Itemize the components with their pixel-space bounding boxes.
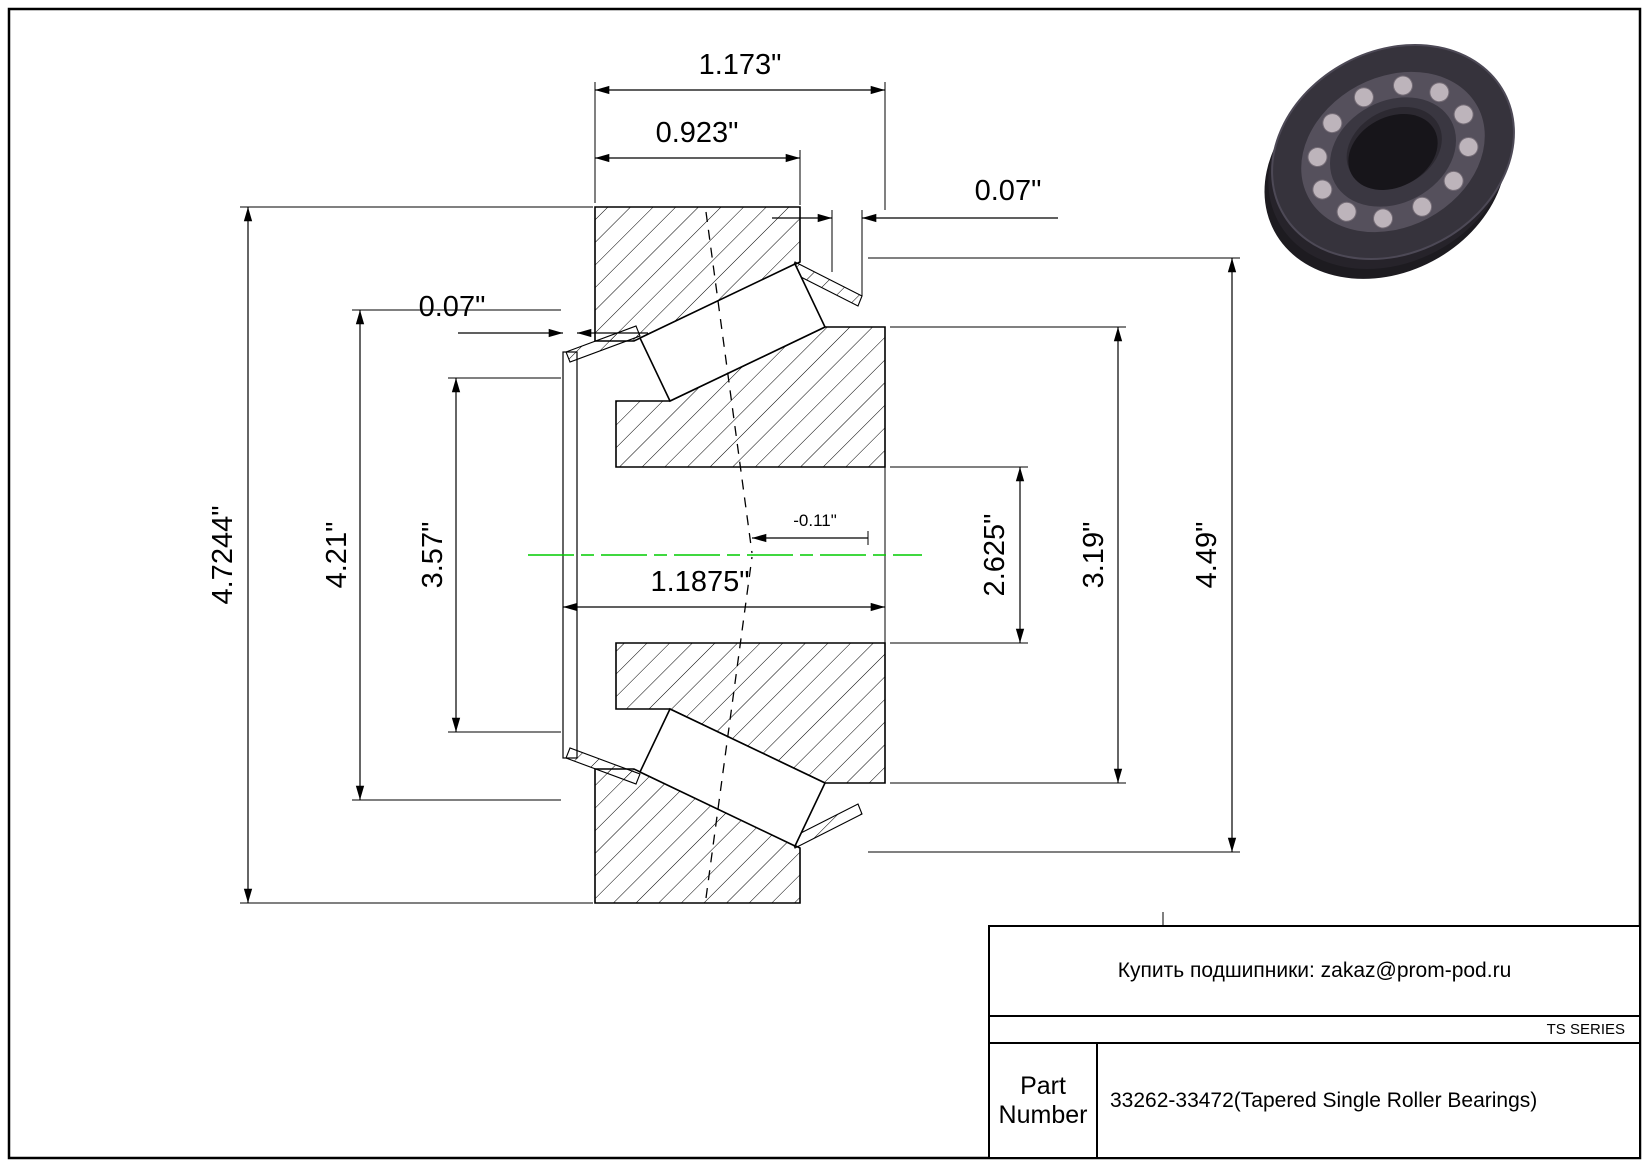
lower-roller-axis <box>705 556 753 899</box>
title-block: Купить подшипники: zakaz@prom-pod.ru TS … <box>988 925 1639 1157</box>
cage-lower-left-lip <box>565 747 641 785</box>
dim-label-2625: 2.625" <box>979 514 1011 597</box>
dimension-cone-back-od: 3.19" <box>890 326 1126 784</box>
series-label: TS SERIES <box>990 1017 1639 1044</box>
upper-tapered-roller <box>638 262 827 403</box>
contact-line: Купить подшипники: zakaz@prom-pod.ru <box>990 927 1639 1017</box>
sheet-border <box>7 7 1642 1160</box>
bearing-3d-image <box>1264 43 1515 279</box>
dimension-cup-total-width: 1.173" <box>594 49 886 210</box>
bearing-3d-rollers <box>1307 75 1479 229</box>
dimension-flange-od: 4.49" <box>868 257 1240 853</box>
dim-label-007-right: 0.07" <box>975 175 1042 207</box>
dim-label-319: 3.19" <box>1078 522 1110 589</box>
dimension-standout-left: 0.07" <box>419 291 648 338</box>
dimension-cage-od: 4.21" <box>321 309 561 801</box>
lower-tapered-roller <box>638 707 827 848</box>
dim-label-449: 4.49" <box>1191 522 1223 589</box>
dimension-outer-diameter: 4.7244" <box>207 206 593 904</box>
dimension-standout-right: 0.07" <box>772 175 1058 296</box>
dim-label-1173: 1.173" <box>699 49 782 81</box>
bearing-3d-bore <box>1348 114 1438 190</box>
bearing-cross-section <box>528 206 922 904</box>
dim-label-11875: 1.1875" <box>651 566 750 598</box>
bearing-3d-outer-rim <box>1271 43 1515 261</box>
dimension-effective-center: -0.11" <box>752 511 869 545</box>
dimension-cup-front-width: 0.923" <box>595 117 801 205</box>
cage-upper-left-lip <box>565 325 641 363</box>
dim-label-minus011: -0.11" <box>793 511 837 530</box>
dim-label-357: 3.57" <box>417 522 449 589</box>
dim-label-421: 4.21" <box>321 522 353 589</box>
dimension-bore-diameter: 2.625" <box>890 466 1028 644</box>
dim-label-007-left: 0.07" <box>419 291 486 323</box>
upper-roller-axis <box>705 211 753 554</box>
part-number-value: 33262-33472(Tapered Single Roller Bearin… <box>1110 1088 1538 1112</box>
dimension-cone-front-od: 3.57" <box>417 377 561 733</box>
part-number-label: Part Number <box>990 1044 1098 1157</box>
dimension-cone-width: 1.1875" <box>563 566 885 612</box>
dim-label-47244: 4.7244" <box>207 506 239 605</box>
dim-label-0923: 0.923" <box>656 117 739 149</box>
part-number-row: Part Number 33262-33472(Tapered Single R… <box>990 1044 1639 1157</box>
